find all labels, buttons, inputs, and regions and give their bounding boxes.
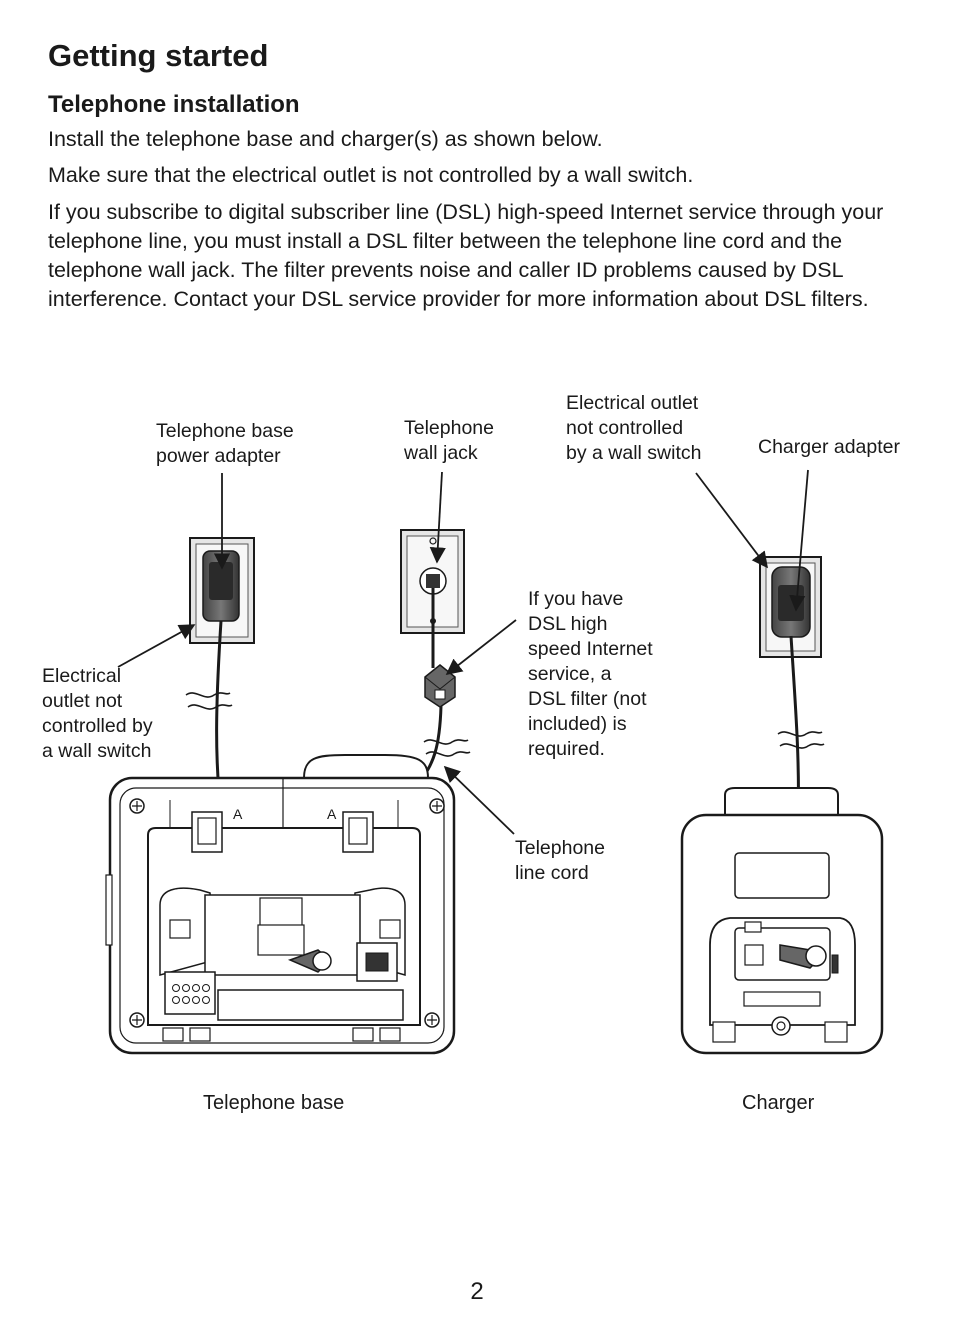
paragraph-dsl: If you subscribe to digital subscriber l… — [48, 200, 884, 311]
cord-break-marks — [185, 692, 825, 757]
charger-adapter — [771, 566, 811, 638]
label-wall-jack: Telephone wall jack — [404, 417, 494, 464]
label-line-cord: Telephone line cord — [515, 837, 605, 884]
page-number: 2 — [470, 1278, 484, 1305]
paragraph-outlet-warning: Make sure that the electrical outlet is … — [48, 163, 694, 187]
label-outlet-top: Electrical outlet not controlled by a wa… — [566, 392, 702, 464]
label-jack-mark-left: A — [233, 806, 243, 822]
section-title: Telephone installation — [48, 91, 300, 118]
label-base-power-adapter: Telephone base power adapter — [156, 420, 294, 467]
label-dsl-filter: If you have DSL high speed Internet serv… — [528, 588, 653, 760]
page-title: Getting started — [48, 38, 269, 73]
telephone-base — [105, 754, 456, 1055]
label-outlet-left: Electrical outlet not controlled by a wa… — [42, 665, 153, 762]
label-charger-adapter: Charger adapter — [758, 436, 901, 458]
label-jack-mark-right: A — [327, 806, 337, 822]
base-power-adapter — [202, 550, 240, 622]
caption-charger: Charger — [742, 1092, 815, 1114]
dsl-filter — [424, 664, 456, 708]
paragraph-install: Install the telephone base and charger(s… — [48, 127, 603, 151]
charger — [680, 787, 884, 1055]
pointer-arrows — [117, 469, 809, 835]
caption-telephone-base: Telephone base — [203, 1092, 345, 1114]
